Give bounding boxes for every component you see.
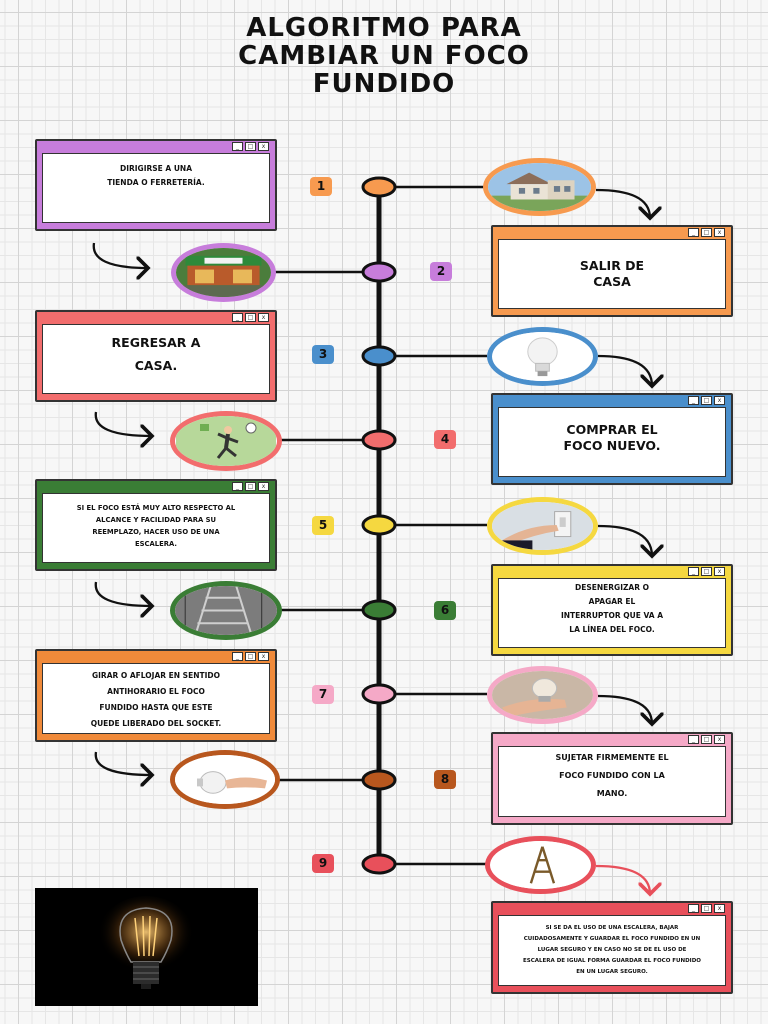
house-photo-icon <box>483 158 596 216</box>
node-8 <box>361 769 397 791</box>
step-window-4: _□x REGRESAR A CASA. <box>35 310 277 402</box>
light-switch-photo-icon <box>487 497 598 555</box>
node-1 <box>361 176 397 198</box>
arrow-9 <box>595 864 650 894</box>
step-text-8: GIRAR O AFLOJAR EN SENTIDO ANTIHORARIO E… <box>42 663 270 734</box>
filament-bulb-photo <box>35 888 258 1006</box>
step-number-badge-3: 3 <box>312 345 334 364</box>
node-6 <box>361 599 397 621</box>
step-text-3: COMPRAR EL FOCO NUEVO. <box>498 407 726 477</box>
step-number-badge-5: 5 <box>312 516 334 535</box>
step-text-9: SI SE DA EL USO DE UNA ESCALERA, BAJAR C… <box>498 915 726 986</box>
node-2 <box>361 261 397 283</box>
node-3 <box>361 345 397 367</box>
led-bulb-photo-icon <box>487 327 598 386</box>
step-text-2: DIRIGIRSE A UNA TIENDA O FERRETERÍA. <box>42 153 270 223</box>
arrow-7 <box>597 694 652 724</box>
step-text-6: SI EL FOCO ESTÁ MUY ALTO RESPECTO AL ALC… <box>42 493 270 563</box>
step-number-badge-2: 2 <box>430 262 452 281</box>
step-text-7: SUJETAR FIRMEMENTE EL FOCO FUNDIDO CON L… <box>498 746 726 817</box>
step-window-8: _□x GIRAR O AFLOJAR EN SENTIDO ANTIHORAR… <box>35 649 277 742</box>
step-number-badge-4: 4 <box>434 430 456 449</box>
hand-bulb-photo-icon <box>170 750 280 809</box>
step-window-3: _□x COMPRAR EL FOCO NUEVO. <box>491 393 733 485</box>
arrow-3 <box>597 354 652 386</box>
step-number-badge-1: 1 <box>310 177 332 196</box>
node-7 <box>361 683 397 705</box>
running-man-icon <box>170 411 282 471</box>
node-5 <box>361 514 397 536</box>
arrow-8 <box>94 751 152 775</box>
arrow-4 <box>94 411 152 436</box>
ladder-photo-icon <box>170 581 282 640</box>
arrow-2 <box>92 242 148 268</box>
small-ladder-icon <box>485 836 596 894</box>
step-text-4: REGRESAR A CASA. <box>42 324 270 394</box>
step-window-7: _□x SUJETAR FIRMEMENTE EL FOCO FUNDIDO C… <box>491 732 733 825</box>
step-window-2: _□x DIRIGIRSE A UNA TIENDA O FERRETERÍA. <box>35 139 277 231</box>
arrow-5 <box>597 524 652 556</box>
step-window-5: _□x DESENERGIZAR O APAGAR EL INTERRUPTOR… <box>491 564 733 656</box>
node-4 <box>361 429 397 451</box>
step-number-badge-8: 8 <box>434 770 456 789</box>
step-number-badge-6: 6 <box>434 601 456 620</box>
hardware-store-photo-icon <box>171 243 276 302</box>
step-text-5: DESENERGIZAR O APAGAR EL INTERRUPTOR QUE… <box>498 578 726 648</box>
step-text-1: SALIR DE CASA <box>498 239 726 309</box>
node-9 <box>361 853 397 875</box>
arrow-6 <box>94 581 152 606</box>
step-window-1: _□x SALIR DE CASA <box>491 225 733 317</box>
step-number-badge-7: 7 <box>312 685 334 704</box>
step-number-badge-9: 9 <box>312 854 334 873</box>
hand-holding-bulb-photo-icon <box>487 666 598 724</box>
page-title: ALGORITMO PARA CAMBIAR UN FOCO FUNDIDO <box>238 13 530 99</box>
arrow-1 <box>595 188 650 218</box>
step-window-6: _□x SI EL FOCO ESTÁ MUY ALTO RESPECTO AL… <box>35 479 277 571</box>
step-window-9: _□x SI SE DA EL USO DE UNA ESCALERA, BAJ… <box>491 901 733 994</box>
